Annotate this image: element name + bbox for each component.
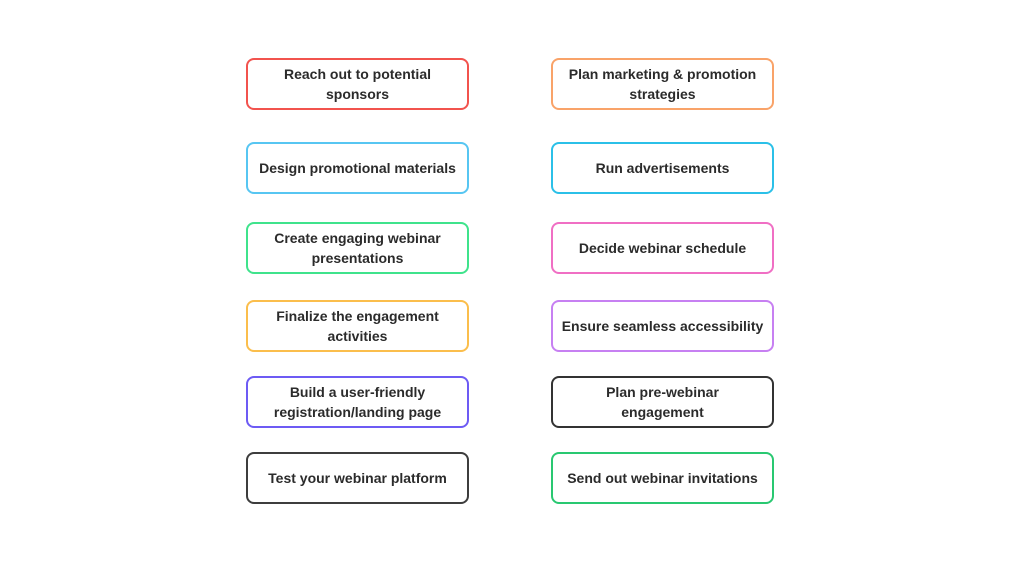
task-box: Test your webinar platform [246, 452, 469, 504]
task-label: Decide webinar schedule [578, 240, 747, 256]
task-label: Ensure seamless accessibility [561, 318, 764, 334]
task-label: Design promotional materials [259, 160, 456, 176]
task-box: Finalize the engagement activities [246, 300, 469, 352]
task-label: Plan marketing & promotion strategies [568, 66, 757, 102]
task-label: Test your webinar platform [268, 470, 447, 486]
task-label: Send out webinar invitations [567, 470, 758, 486]
task-label: Build a user-friendly registration/landi… [273, 384, 442, 420]
task-label: Run advertisements [595, 160, 730, 176]
task-box: Run advertisements [551, 142, 774, 194]
task-label: Plan pre-webinar engagement [606, 384, 719, 420]
task-box: Decide webinar schedule [551, 222, 774, 274]
task-box: Reach out to potential sponsors [246, 58, 469, 110]
task-box: Ensure seamless accessibility [551, 300, 774, 352]
task-box: Plan pre-webinar engagement [551, 376, 774, 428]
task-box: Create engaging webinar presentations [246, 222, 469, 274]
task-label: Finalize the engagement activities [276, 308, 439, 344]
task-box: Build a user-friendly registration/landi… [246, 376, 469, 428]
task-label: Create engaging webinar presentations [274, 230, 441, 266]
task-box: Plan marketing & promotion strategies [551, 58, 774, 110]
task-label: Reach out to potential sponsors [284, 66, 431, 102]
task-box: Send out webinar invitations [551, 452, 774, 504]
task-box: Design promotional materials [246, 142, 469, 194]
